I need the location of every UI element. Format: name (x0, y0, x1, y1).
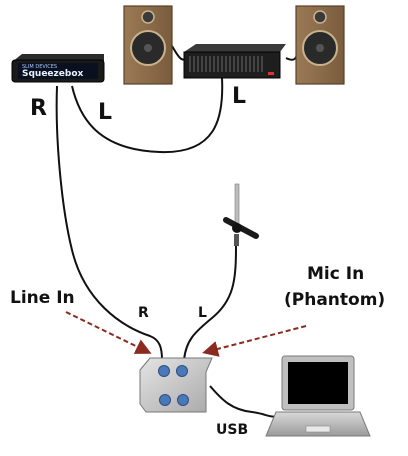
label-l-large-left: L (98, 100, 113, 125)
microphone-icon (223, 183, 259, 246)
audio-interface-icon (139, 357, 213, 413)
mic-in-arrow (202, 325, 307, 357)
squeezebox-brand-label: SLIM DEVICES (22, 64, 58, 70)
laptop-icon (265, 355, 371, 437)
label-usb: USB (216, 422, 249, 438)
line-in-arrow (65, 311, 152, 354)
label-l-small: L (198, 305, 207, 321)
arrows (65, 311, 307, 357)
label-r-small: R (138, 305, 149, 321)
squeezebox-name-label: Squeezebox (22, 69, 84, 79)
mic-cable (183, 245, 237, 361)
squeezebox-l-cable (71, 77, 224, 154)
squeezebox-icon (11, 54, 105, 83)
speaker-right-icon (295, 5, 345, 85)
amplifier-icon (183, 44, 286, 79)
cables (55, 45, 301, 418)
speaker-left-icon (123, 5, 173, 85)
label-phantom: (Phantom) (284, 290, 386, 310)
label-r-large: R (30, 96, 47, 121)
squeezebox-r-cable (55, 85, 163, 361)
label-l-large-right: L (232, 84, 247, 109)
usb-cable (209, 385, 283, 418)
label-mic-in: Mic In (307, 264, 365, 284)
label-line-in: Line In (10, 288, 75, 308)
